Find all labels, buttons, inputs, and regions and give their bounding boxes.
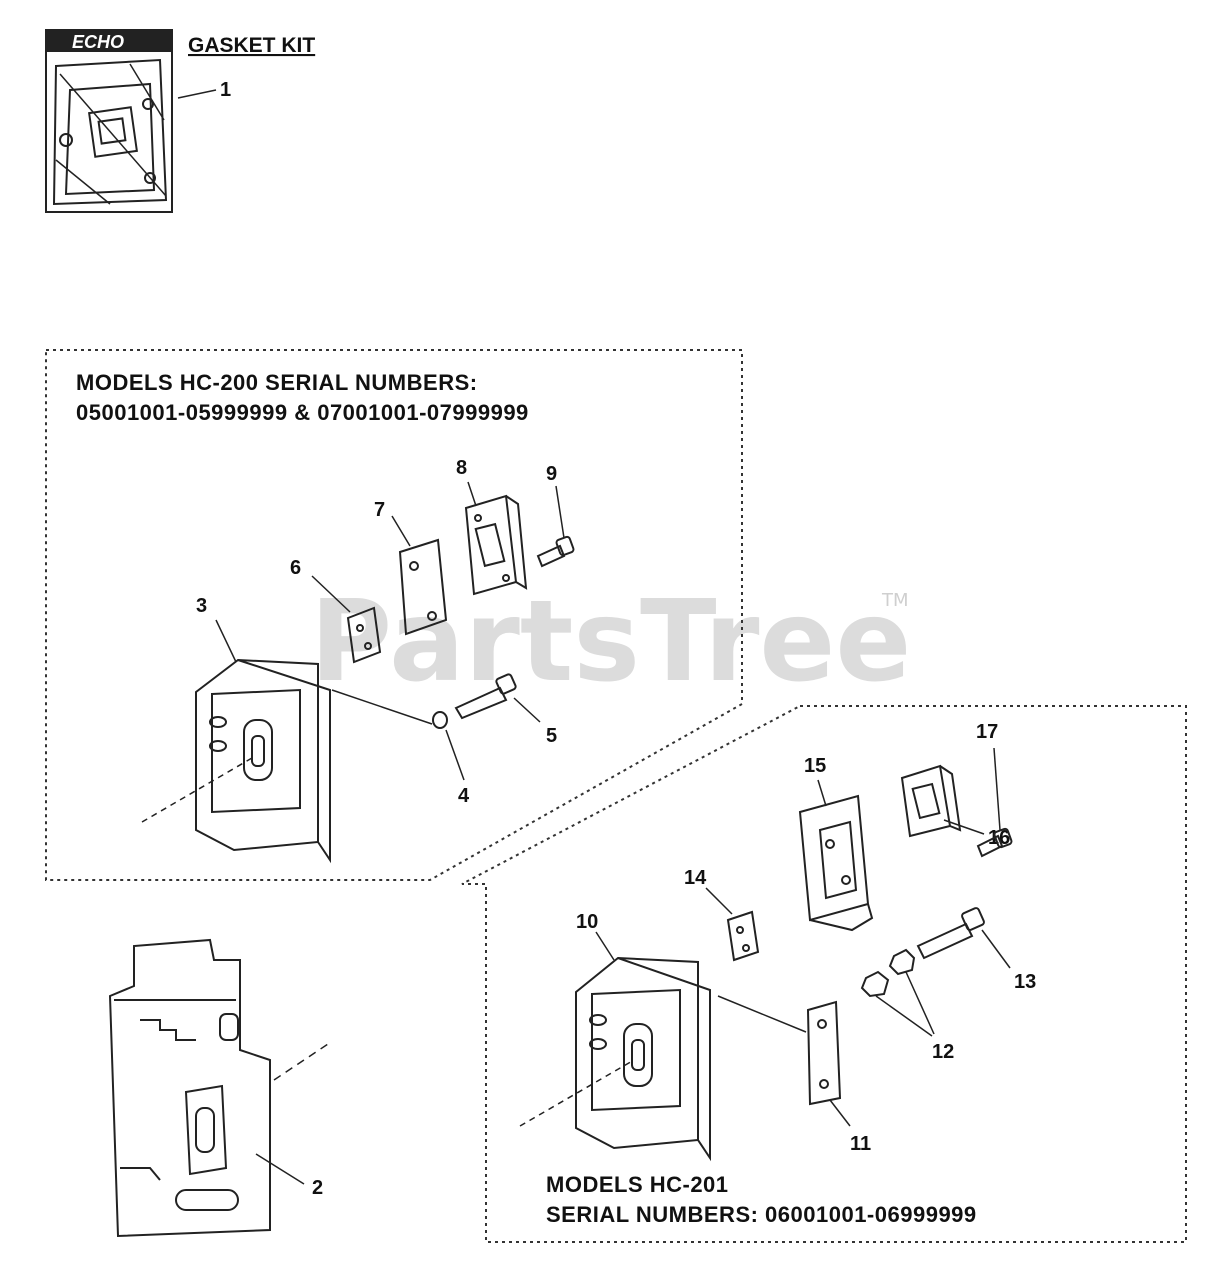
section-hc200-title: MODELS HC-200 SERIAL NUMBERS: (76, 370, 478, 395)
gasket-kit: ECHO GASKET KIT 1 (45, 29, 315, 213)
callout-7: 7 (374, 499, 385, 521)
gasket-6 (346, 606, 382, 664)
callout-11: 11 (850, 1133, 871, 1155)
engine-cover-2 (108, 938, 271, 1238)
nut-12b (888, 948, 916, 976)
watermark: PartsTree (310, 577, 911, 707)
section-hc201-title: MODELS HC-201 (546, 1172, 729, 1197)
bracket-15 (798, 794, 874, 932)
callout-6: 6 (290, 557, 301, 579)
callout-1: 1 (220, 79, 231, 101)
callout-9: 9 (546, 463, 557, 485)
callout-13: 13 (1014, 971, 1036, 993)
callout-12: 12 (932, 1041, 954, 1063)
section-hc200-serials: 05001001-05999999 & 07001001-07999999 (76, 400, 529, 425)
nut-12a (860, 970, 890, 998)
bolt-13 (916, 907, 985, 960)
callout-8: 8 (456, 457, 467, 479)
bolt-9 (536, 535, 575, 568)
gasket-plate-8 (464, 494, 528, 596)
callout-3: 3 (196, 595, 207, 617)
plate-11 (806, 1000, 842, 1106)
watermark-trademark: TM (881, 590, 909, 611)
callout-2: 2 (312, 1177, 323, 1199)
callout-14: 14 (684, 867, 707, 889)
bolt-5 (454, 673, 517, 720)
gasket-kit-title: GASKET KIT (188, 34, 315, 57)
bolt-17 (976, 827, 1013, 858)
echo-logo: ECHO (72, 32, 124, 52)
callout-17: 17 (976, 721, 998, 743)
gasket-14 (726, 910, 760, 962)
washer-4 (432, 711, 448, 729)
gasket-plate-16 (900, 764, 962, 838)
plate-7 (398, 538, 448, 636)
muffler-10 (575, 956, 711, 1162)
gasket-sheet-icon (52, 58, 168, 206)
section-hc201-serials: SERIAL NUMBERS: 06001001-06999999 (546, 1202, 977, 1227)
muffler-3 (195, 658, 331, 864)
section-hc201-frame (461, 705, 1187, 1243)
echo-logo-banner (46, 30, 172, 52)
callout-10: 10 (576, 911, 598, 933)
callout-15: 15 (804, 755, 826, 777)
callout-5: 5 (546, 725, 557, 747)
callout-4: 4 (458, 785, 470, 807)
